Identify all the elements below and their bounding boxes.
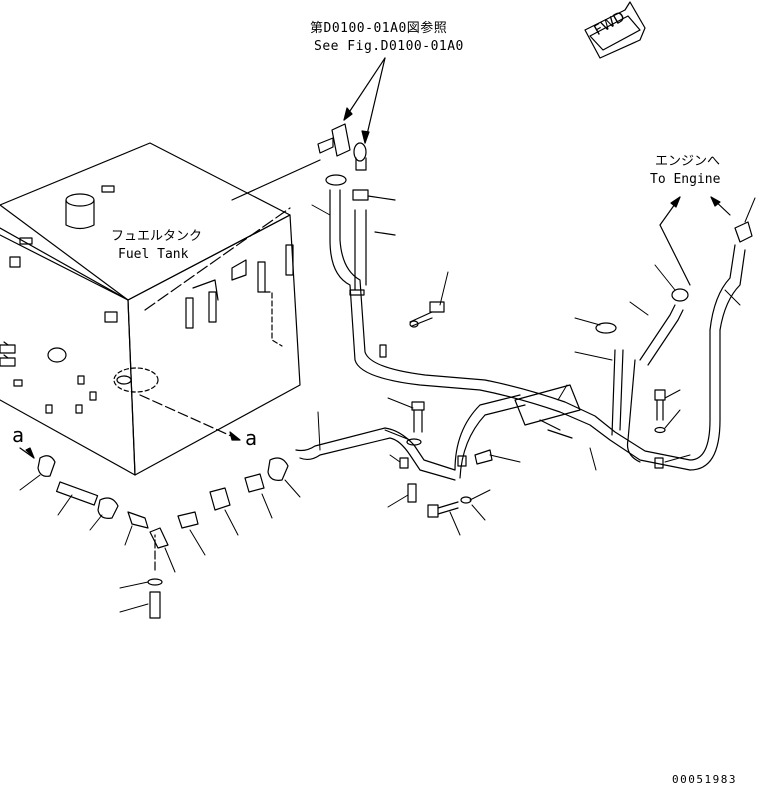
fuel-tank-label-english: Fuel Tank	[118, 247, 189, 262]
reference-arrows	[343, 57, 386, 144]
section-marker-left: a	[12, 423, 25, 447]
section-marker-right: a	[245, 426, 258, 450]
forward-arrow-icon	[584, 1, 646, 59]
drawing-number: 00051983	[672, 773, 737, 786]
reference-label-english: See Fig.D0100-01A0	[314, 39, 464, 54]
leader-lines	[19, 197, 756, 613]
bolts-and-washers	[406, 221, 753, 518]
reference-label-japanese: 第D0100-01A0図参照	[310, 21, 448, 36]
clamp-block	[349, 289, 664, 469]
engine-label-english: To Engine	[650, 172, 721, 187]
engine-arrows	[659, 196, 731, 286]
fuel-tank-label-japanese: フュエルタンク	[111, 229, 203, 244]
engine-label-japanese: エンジンへ	[655, 154, 721, 169]
loose-parts	[19, 447, 289, 619]
top-fittings	[317, 123, 396, 236]
fuel-tank	[0, 142, 321, 476]
fuel-hoses	[295, 189, 746, 481]
